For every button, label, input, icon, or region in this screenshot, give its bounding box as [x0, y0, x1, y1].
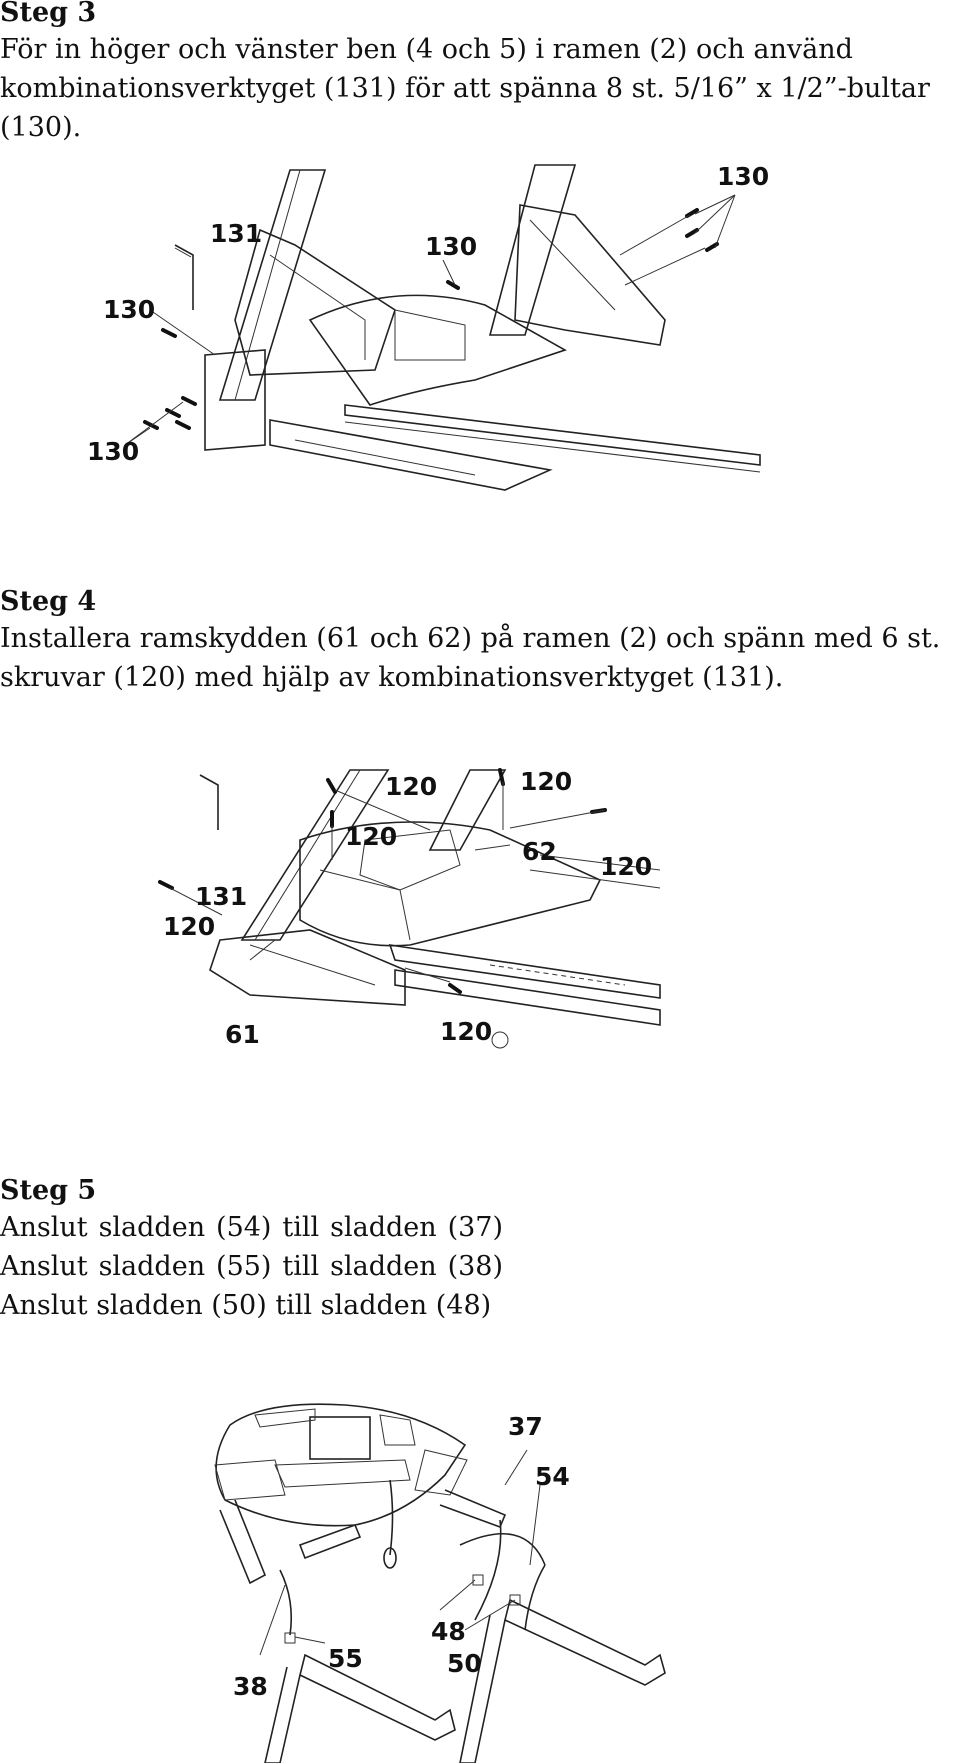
- combination-tool-131: [199, 774, 219, 830]
- callout-130-center: 130: [425, 232, 477, 261]
- console-body: [215, 1403, 467, 1527]
- side-cover-61: [209, 929, 406, 1006]
- callout-120-center: 120: [345, 822, 397, 851]
- right-arm: [504, 1598, 666, 1686]
- callout-131: 131: [195, 882, 247, 911]
- step-3-instructions: För in höger och vänster ben (4 och 5) i…: [0, 34, 930, 143]
- step-3-title: Steg 3: [0, 0, 97, 28]
- callout-130-left: 130: [103, 295, 155, 324]
- callout-120-top-left: 120: [385, 772, 437, 801]
- callout-120-left: 120: [163, 912, 215, 941]
- callout-37: 37: [508, 1412, 543, 1441]
- wire-37: [459, 1532, 546, 1566]
- left-upright: [218, 169, 327, 401]
- step-5-instructions: Anslut sladden (54) till sladden (37) An…: [0, 1212, 503, 1321]
- step-5-section: Steg 5 Anslut sladden (54) till sladden …: [0, 1174, 503, 1325]
- right-upright: [428, 769, 507, 851]
- wire-38: [279, 1569, 293, 1636]
- callout-120-bottom: 120: [440, 1017, 492, 1046]
- wire-48: [474, 1519, 502, 1621]
- callout-55: 55: [328, 1644, 363, 1673]
- step-4-title: Steg 4: [0, 586, 97, 617]
- callout-54: 54: [535, 1462, 570, 1491]
- right-upright: [488, 164, 577, 336]
- callout-130-bottom: 130: [87, 437, 139, 466]
- step-4-instructions: Installera ramskydden (61 och 62) på ram…: [0, 623, 941, 693]
- step-3-section: Steg 3 För in höger och vänster ben (4 o…: [0, 0, 960, 147]
- callout-62: 62: [522, 837, 557, 866]
- right-handlebar: [439, 1489, 507, 1529]
- step-5-illustration: 37 54 48 50 38 55: [214, 1403, 666, 1763]
- deck-rail-lower: [394, 969, 661, 1026]
- callout-38: 38: [233, 1672, 268, 1701]
- callout-130-right: 130: [717, 162, 769, 191]
- frame-plate: [204, 349, 266, 451]
- left-upright: [240, 769, 390, 941]
- right-upright: [459, 1614, 506, 1763]
- console-display: [309, 1416, 371, 1460]
- callout-61: 61: [225, 1020, 260, 1049]
- step-5-title: Steg 5: [0, 1175, 97, 1206]
- step-4-section: Steg 4 Installera ramskydden (61 och 62)…: [0, 585, 960, 697]
- left-leg-housing: [234, 228, 396, 376]
- callout-48: 48: [431, 1617, 466, 1646]
- deck-rail-upper: [388, 944, 661, 999]
- callout-120-top-right: 120: [520, 767, 572, 796]
- left-upright: [264, 1666, 301, 1763]
- step-3-illustration: 130 131 130 130 130: [87, 162, 769, 491]
- wire-54: [524, 1564, 546, 1631]
- callout-50: 50: [447, 1649, 482, 1678]
- left-arm: [299, 1653, 456, 1741]
- step-4-illustration: 120 120 120 62 120 131 120 61 120: [158, 767, 661, 1049]
- right-leg-housing: [514, 204, 666, 346]
- left-handlebar: [219, 1499, 267, 1585]
- deck-front: [269, 419, 553, 491]
- deck-rail: [344, 404, 761, 466]
- combination-tool-131: [174, 244, 194, 310]
- motor-hood-62: [299, 821, 602, 947]
- callout-120-right: 120: [600, 852, 652, 881]
- callout-131: 131: [210, 219, 262, 248]
- grip-left: [298, 1523, 362, 1560]
- motor-cover: [308, 294, 567, 406]
